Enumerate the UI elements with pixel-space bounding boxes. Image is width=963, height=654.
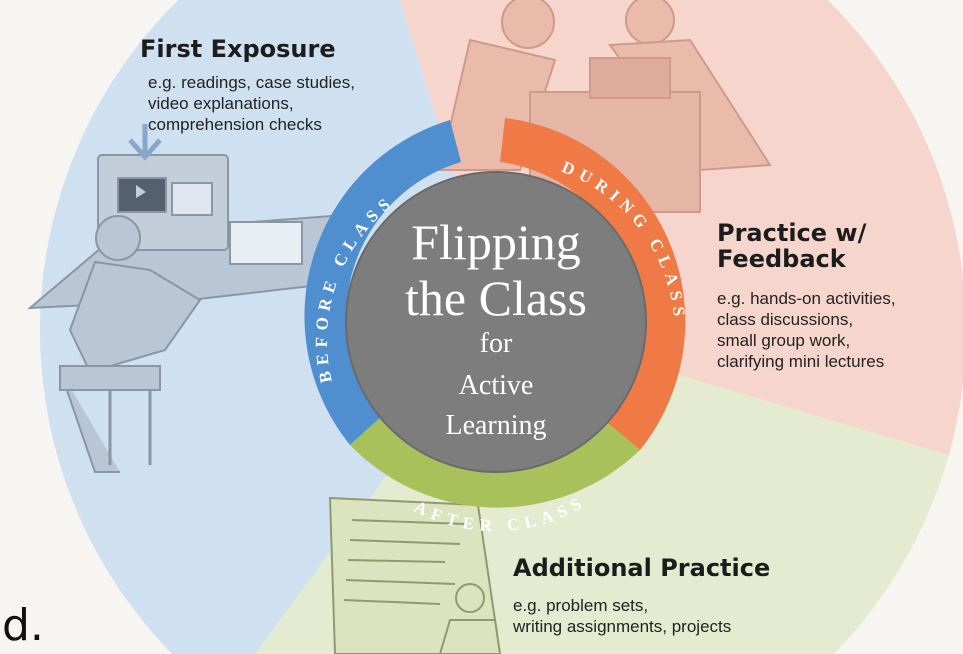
ring-before-segment [304,120,461,445]
center-title-line1: Flipping [411,214,580,270]
ring-after-segment [350,416,640,508]
before-section-title: First Exposure [140,35,336,63]
cropped-edge-text: d. [2,600,44,651]
center-title-line5: Learning [445,410,546,441]
after-section-desc: e.g. problem sets, writing assignments, … [513,596,732,636]
during-section-title: Practice w/ Feedback [717,219,867,274]
during-section-desc: e.g. hands-on activities, class discussi… [717,289,896,371]
center-title-line4: Active [459,370,534,401]
writing-board-illustration [328,496,502,654]
center-title-line2: the Class [405,270,587,326]
center-circle [345,171,647,473]
student-computer-illustration [27,124,347,473]
center-title-line3: for [480,328,513,359]
before-section-desc: e.g. readings, case studies, video expla… [148,73,355,134]
after-section-title: Additional Practice [513,554,771,582]
